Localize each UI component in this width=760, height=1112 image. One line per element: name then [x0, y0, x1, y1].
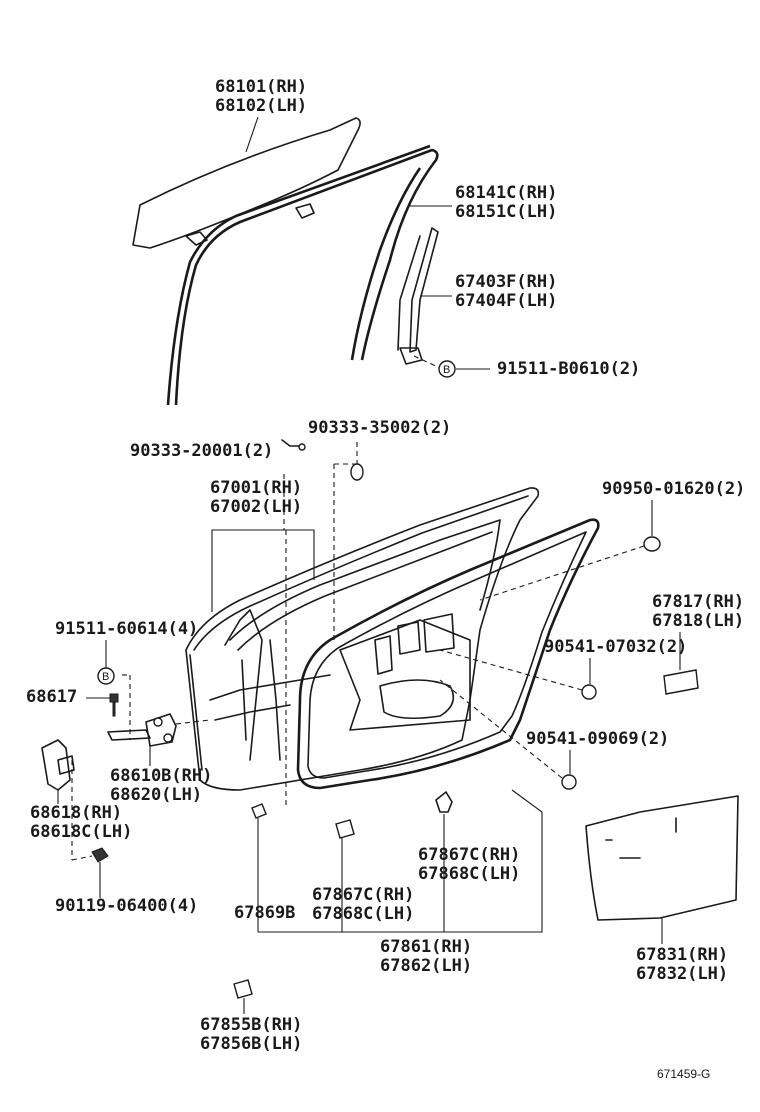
door-check-label-lh: 68620(LH)	[110, 785, 202, 805]
door-panel-label-lh: 67002(LH)	[210, 497, 302, 517]
marker-b-circle	[438, 360, 456, 378]
plug-09069-shape	[561, 774, 577, 790]
clip-67867c-mid: 67867C(RH) 67868C(LH)	[418, 791, 520, 932]
plug-07032-shape	[581, 684, 597, 700]
weatherstrip-bracket	[258, 789, 543, 933]
clip-mid-label-rh: 67867C(RH)	[418, 845, 520, 865]
door-check: 68610B(RH) 68620(LH)	[107, 713, 212, 805]
service-cover-label-rh: 67831(RH)	[636, 945, 728, 965]
bolt-b0610-callout: B 91511-B0610(2)	[413, 355, 640, 379]
cushion-shape	[233, 979, 253, 999]
weatherstrip-label-lh: 67862(LH)	[380, 956, 472, 976]
clip-mid-shape	[435, 791, 453, 813]
plug-09069-label: 90541-09069(2)	[526, 729, 669, 749]
clip-67869b-label: 67869B	[234, 903, 295, 923]
hinge-label-rh: 68618(RH)	[30, 803, 122, 823]
bolt-06400-label: 90119-06400(4)	[55, 896, 198, 916]
clip-lower-label-lh: 67868C(LH)	[312, 904, 414, 924]
marker-b2-text: B	[102, 671, 109, 683]
clip-lower-label-rh: 67867C(RH)	[312, 885, 414, 905]
part-68617-label: 68617	[26, 687, 77, 707]
marker-b-text: B	[443, 364, 450, 376]
weatherstrip-label-rh: 67861(RH)	[380, 937, 472, 957]
clip-67869b: 67869B	[234, 530, 295, 932]
glass-label-rh: 68101(RH)	[215, 77, 307, 97]
weatherstrip-label: 67861(RH) 67862(LH)	[258, 789, 543, 976]
door-panel	[185, 487, 540, 791]
door-glass	[132, 117, 361, 249]
bolt-b0610-dash	[413, 355, 441, 369]
glass-label-lh: 68102(LH)	[215, 96, 307, 116]
service-hole-cover: 67831(RH) 67832(LH)	[585, 795, 739, 984]
cushion-label-lh: 67856B(LH)	[200, 1034, 302, 1054]
door-panel-label-rh: 67001(RH)	[210, 478, 302, 498]
bolt-06400-shape	[91, 847, 109, 863]
door-weatherstrip	[296, 518, 600, 790]
clip-35002-label: 90333-35002(2)	[308, 418, 451, 438]
run-channel-label-lh: 68151C(LH)	[455, 202, 557, 222]
door-check-label-rh: 68610B(RH)	[110, 766, 212, 786]
division-bar	[397, 227, 439, 365]
door-hinge: 68618(RH) 68618C(LH)	[30, 739, 132, 860]
glass-label: 68101(RH) 68102(LH)	[215, 77, 307, 153]
plug-01620-label: 90950-01620(2)	[602, 479, 745, 499]
figure-id: 671459-G	[657, 1067, 710, 1081]
glass-leader	[245, 116, 259, 153]
run-channel-label-rh: 68141C(RH)	[455, 183, 557, 203]
seal-sheet-label-lh: 67818(LH)	[652, 611, 744, 631]
door-panel-bracket	[211, 529, 315, 612]
bolt-b0610-label: 91511-B0610(2)	[497, 359, 640, 379]
cushion-label-rh: 67855B(RH)	[200, 1015, 302, 1035]
part-68617: 68617	[26, 687, 119, 717]
cushion: 67855B(RH) 67856B(LH)	[200, 979, 302, 1054]
glass-run-channel	[166, 144, 439, 406]
part-68617-shape	[109, 693, 119, 717]
clip-20001-shape	[281, 439, 301, 447]
bolt-60614-label: 91511-60614(4)	[55, 619, 198, 639]
bolt-90119-06400: 90119-06400(4)	[55, 847, 198, 916]
clip-20001-label: 90333-20001(2)	[130, 441, 273, 461]
service-cover-label-lh: 67832(LH)	[636, 964, 728, 984]
marker-b2-circle	[97, 667, 115, 685]
door-panel-label: 67001(RH) 67002(LH)	[210, 474, 315, 612]
clip-67867c-lower: 67867C(RH) 67868C(LH)	[312, 819, 414, 932]
clip-90333-35002: 90333-35002(2)	[308, 418, 451, 640]
plug-07032-label: 90541-07032(2)	[544, 637, 687, 657]
plug-01620-shape	[643, 536, 661, 552]
clip-mid-label-lh: 67868C(LH)	[418, 864, 520, 884]
plug-90541-07032: 90541-07032(2)	[439, 637, 687, 700]
plug-90950-01620: 90950-01620(2)	[479, 479, 745, 601]
run-channel-label: 68141C(RH) 68151C(LH)	[408, 183, 557, 222]
seal-sheet-label-rh: 67817(RH)	[652, 592, 744, 612]
clip-lower-shape	[335, 819, 355, 839]
seal-sheet-small: 67817(RH) 67818(LH)	[652, 592, 744, 695]
hinge-label-lh: 68618C(LH)	[30, 822, 132, 842]
bolt-91511-60614: 91511-60614(4) B	[55, 619, 198, 740]
plug-90541-09069: 90541-09069(2)	[439, 679, 669, 790]
division-bar-label-lh: 67404F(LH)	[455, 291, 557, 311]
clip-35002-shape	[350, 463, 364, 481]
seal-sheet-shape	[663, 669, 699, 695]
clip-67869b-shape	[251, 803, 267, 819]
division-bar-label-rh: 67403F(RH)	[455, 272, 557, 292]
division-bar-label: 67403F(RH) 67404F(LH)	[420, 272, 557, 311]
clip-90333-20001: 90333-20001(2)	[130, 439, 306, 461]
